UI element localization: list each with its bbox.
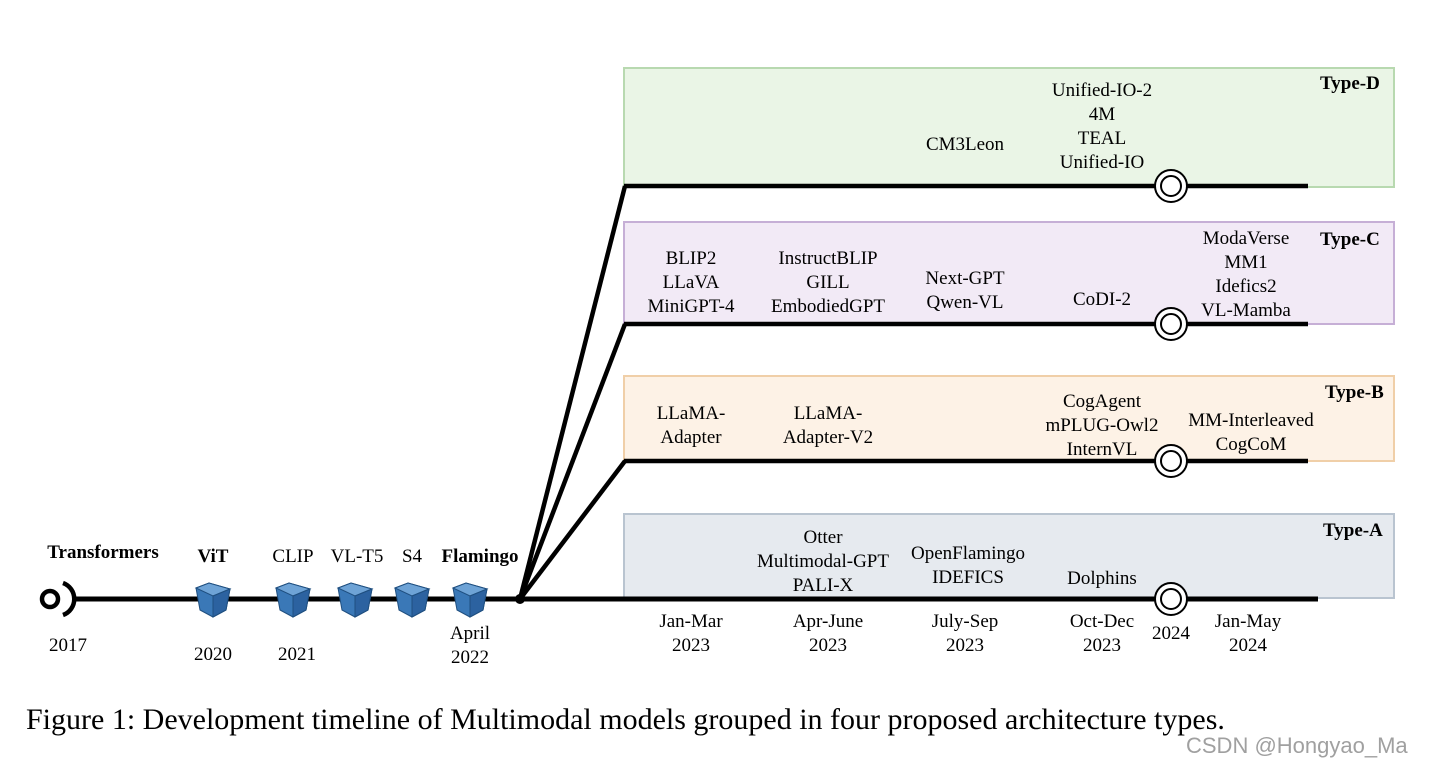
type-d-lane-box [623,67,1395,188]
period-label-apr-june-2023: Apr-June 2023 [792,611,864,656]
type-a-lane-box [623,513,1395,599]
period-label-2024: 2024 [1152,623,1190,644]
milestone-year-vit: 2020 [194,644,232,665]
type-b-group-2: LLaMA- Adapter-V2 [782,403,874,448]
start-marker-arc-icon [62,580,77,618]
type-d-group-1: CM3Leon [925,134,1005,155]
milestone-name-flamingo: Flamingo [441,546,519,567]
type-c-group-3: Next-GPT Qwen-VL [925,268,1005,313]
type-c-group-1: BLIP2 LLaVA MiniGPT-4 [647,248,735,317]
milestone-gem-vit-icon [195,582,231,618]
type-c-group-2: InstructBLIP GILL EmbodiedGPT [771,248,885,317]
period-label-jan-mar-2023: Jan-Mar 2023 [659,611,723,656]
type-d-label: Type-D [1320,73,1380,94]
milestone-gem-vl-t5-icon [337,582,373,618]
type-a-label: Type-A [1323,520,1383,541]
milestone-name-vit: ViT [197,546,229,567]
marker-2024-type-d-icon [1154,169,1188,203]
milestone-year-flamingo: April 2022 [449,623,491,668]
type-a-group-3: Dolphins [1067,568,1137,589]
milestone-name-clip: CLIP [272,546,314,567]
type-d-group-2: Unified-IO-2 4M TEAL Unified-IO [1051,80,1153,173]
milestone-gem-flamingo-icon [452,582,488,618]
figure-caption: Figure 1: Development timeline of Multim… [26,703,1225,736]
period-label-jan-may-2024: Jan-May 2024 [1214,611,1282,656]
watermark: CSDN @Hongyao_Ma [1186,733,1408,758]
milestone-year-clip: 2021 [278,644,316,665]
milestone-gem-clip-icon [275,582,311,618]
type-b-lane-box [623,375,1395,462]
type-b-group-3: CogAgent mPLUG-Owl2 InternVL [1045,391,1159,460]
type-b-group-1: LLaMA- Adapter [656,403,726,448]
marker-2024-type-b-icon [1154,444,1188,478]
type-c-label: Type-C [1320,229,1380,250]
branch-line-type-d [517,185,628,600]
milestone-name-transformers: Transformers [47,542,159,563]
milestone-name-vl-t5: VL-T5 [330,546,384,567]
type-c-lane-box [623,221,1395,325]
branch-line-type-b [518,459,627,601]
type-a-group-2: OpenFlamingo IDEFICS [911,543,1025,588]
start-marker-icon [39,588,61,610]
junction-dot [515,594,525,604]
milestone-year-transformers: 2017 [49,635,87,656]
type-b-group-4: MM-Interleaved CogCoM [1188,410,1314,455]
type-c-group-5: ModaVerse MM1 Idefics2 VL-Mamba [1201,228,1291,321]
marker-2024-type-c-icon [1154,307,1188,341]
marker-2024-type-a-icon [1154,582,1188,616]
type-c-group-4: CoDI-2 [1072,289,1132,310]
type-a-group-1: Otter Multimodal-GPT PALI-X [757,527,889,596]
branch-line-type-c [517,323,628,600]
period-label-oct-dec-2023: Oct-Dec 2023 [1069,611,1135,656]
milestone-name-s4: S4 [401,546,423,567]
milestone-gem-s4-icon [394,582,430,618]
type-b-label: Type-B [1325,382,1384,403]
period-label-july-sep-2023: July-Sep 2023 [931,611,999,656]
